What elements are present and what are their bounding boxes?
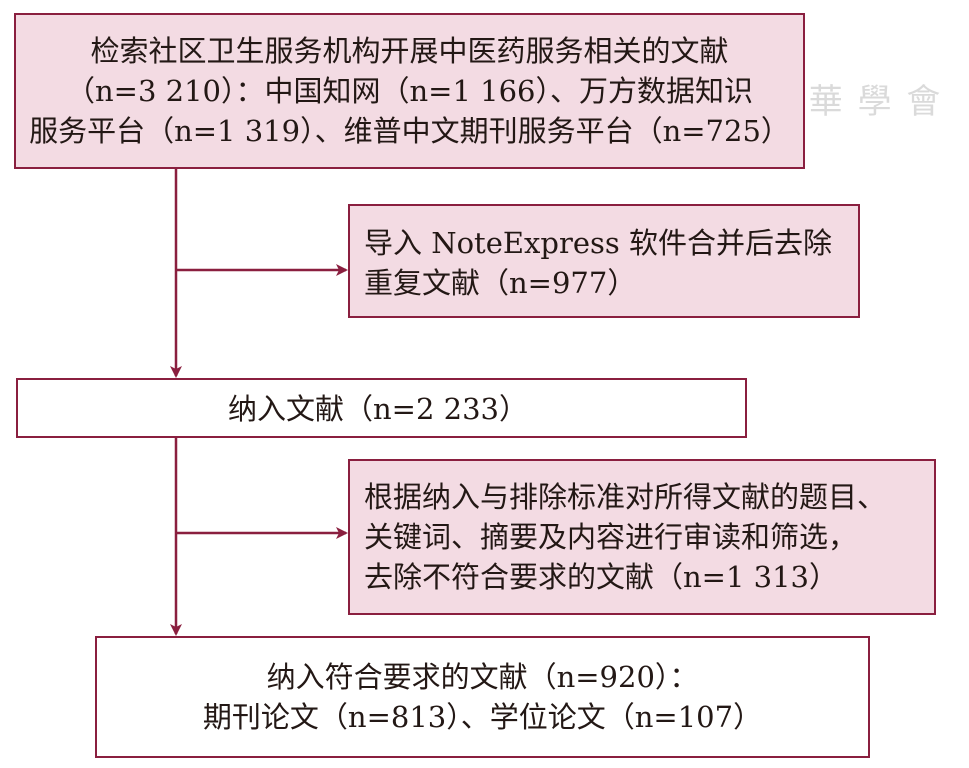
included-box-line-1: 纳入文献（n=2 233） bbox=[228, 392, 528, 426]
search-box-line-1: 检索社区卫生服务机构开展中医药服务相关的文献 bbox=[90, 34, 729, 68]
search-box-line-2: （n=3 210）：中国知网（n=1 166）、万方数据知识 bbox=[66, 74, 753, 108]
final-included-box: 纳入符合要求的文献（n=920）： 期刊论文（n=813）、学位论文（n=107… bbox=[95, 636, 870, 758]
excluded-box-line-1: 根据纳入与排除标准对所得文献的题目、 bbox=[364, 480, 887, 514]
excluded-records-box: 根据纳入与排除标准对所得文献的题目、 关键词、摘要及内容进行审读和筛选， 去除不… bbox=[348, 459, 936, 615]
excluded-box-line-3: 去除不符合要求的文献（n=1 313） bbox=[364, 560, 838, 594]
final-box-line-2: 期刊论文（n=813）、学位论文（n=107） bbox=[202, 700, 763, 734]
included-records-box: 纳入文献（n=2 233） bbox=[16, 378, 747, 438]
dedup-box-line-1: 导入 NoteExpress 软件合并后去除 bbox=[364, 226, 832, 260]
search-records-box: 检索社区卫生服务机构开展中医药服务相关的文献 （n=3 210）：中国知网（n=… bbox=[14, 13, 805, 169]
duplicates-removed-box: 导入 NoteExpress 软件合并后去除 重复文献（n=977） bbox=[348, 204, 860, 318]
excluded-box-line-2: 关键词、摘要及内容进行审读和筛选， bbox=[364, 520, 858, 554]
search-box-line-3: 服务平台（n=1 319）、维普中文期刊服务平台（n=725） bbox=[29, 114, 790, 148]
dedup-box-line-2: 重复文献（n=977） bbox=[364, 266, 637, 300]
final-box-line-1: 纳入符合要求的文献（n=920）： bbox=[266, 660, 699, 694]
